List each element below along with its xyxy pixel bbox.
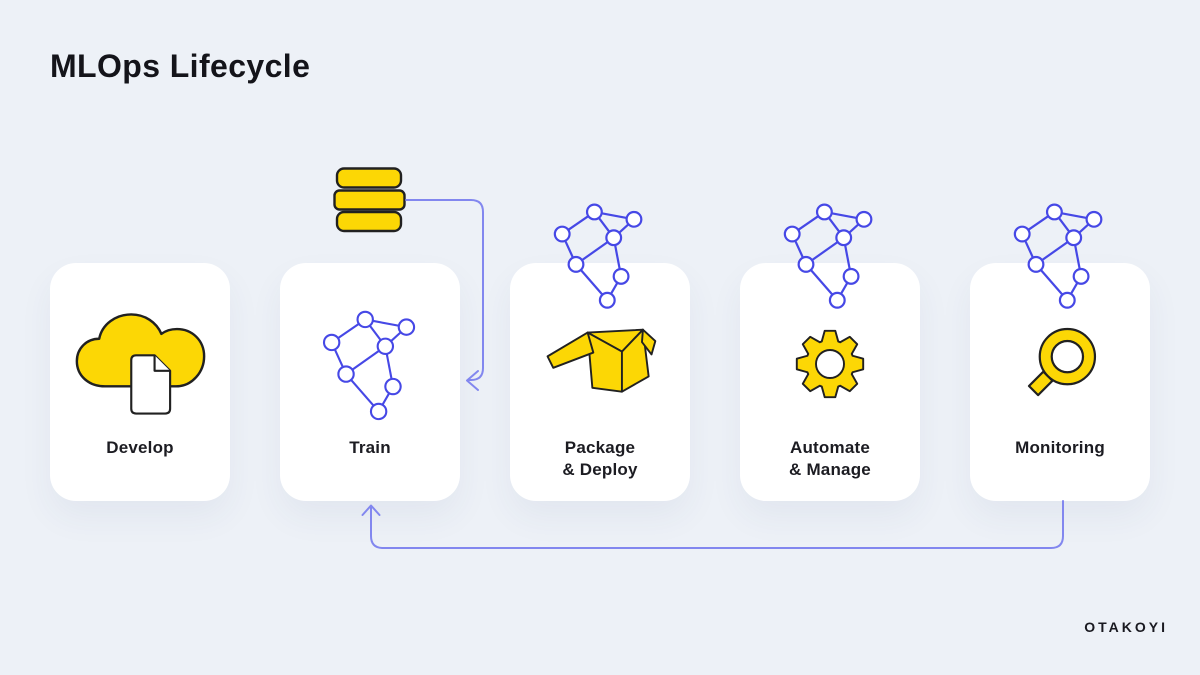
network-graph-icon <box>553 203 643 309</box>
magnifier-icon <box>1027 327 1097 397</box>
card-label-monitoring: Monitoring <box>1015 438 1105 457</box>
network-graph-icon <box>1013 203 1103 309</box>
network-graph-icon <box>322 310 416 420</box>
open-box-icon <box>546 328 657 393</box>
card-automate-manage: Automate & Manage <box>740 263 920 501</box>
arrow-monitoring-to-train <box>370 500 1064 549</box>
card-develop: Develop <box>50 263 230 501</box>
card-package-deploy: Package & Deploy <box>510 263 690 501</box>
card-label-train: Train <box>349 438 391 457</box>
database-icon <box>333 167 406 233</box>
cloud-document-icon <box>75 313 206 415</box>
arrowhead-up <box>361 504 381 516</box>
card-label-develop: Develop <box>106 438 174 457</box>
gear-icon <box>795 329 865 399</box>
brand-wordmark: OTAKOYI <box>1084 619 1168 635</box>
network-graph-icon <box>783 203 873 309</box>
page-title: MLOps Lifecycle <box>50 48 311 84</box>
card-label-automate-manage: Automate & Manage <box>789 438 871 480</box>
card-train: Train <box>280 263 460 501</box>
arrowhead-left <box>466 370 479 391</box>
card-label-package-deploy: Package & Deploy <box>562 438 638 480</box>
